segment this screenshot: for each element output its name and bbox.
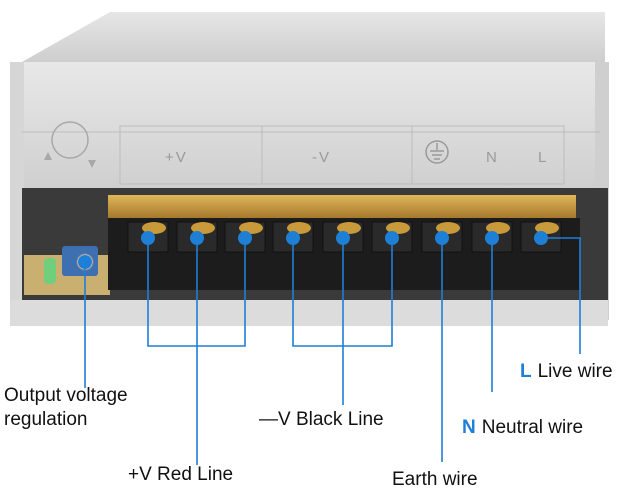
dot-terminal-2: [190, 231, 204, 245]
adjust-arrow-icon: [44, 121, 96, 168]
dot-terminal-7: [435, 231, 449, 245]
earth-symbol-icon: [425, 140, 449, 164]
callout-lines: [84, 237, 581, 465]
label-earth-wire: Earth wire: [392, 469, 478, 490]
marking-l: L: [538, 149, 548, 166]
label-output-voltage-regulation: Output voltage regulation: [4, 385, 128, 430]
label-minus-v-black-line: —V Black Line: [259, 409, 384, 430]
dot-terminal-3: [238, 231, 252, 245]
terminal-block: [108, 195, 580, 290]
label-plus-v-red-line: +V Red Line: [128, 464, 234, 485]
marking-n: N: [486, 149, 499, 166]
neutral-key: N: [462, 417, 476, 438]
dot-terminal-5: [336, 231, 350, 245]
marking-plus-v: +V: [165, 149, 188, 166]
dot-terminal-6: [385, 231, 399, 245]
live-text: Live wire: [537, 361, 613, 382]
dot-voltage-adjust: [78, 255, 92, 269]
dot-terminal-8: [485, 231, 499, 245]
callout-dots: [78, 231, 548, 269]
panel-markings: +V -V N L: [44, 121, 565, 185]
dot-terminal-4: [286, 231, 300, 245]
dot-terminal-9: [534, 231, 548, 245]
live-key: L: [520, 361, 532, 382]
led-indicator: [44, 258, 56, 284]
neutral-text: Neutral wire: [481, 417, 584, 438]
dot-terminal-1: [141, 231, 155, 245]
marking-minus-v: -V: [312, 149, 331, 166]
